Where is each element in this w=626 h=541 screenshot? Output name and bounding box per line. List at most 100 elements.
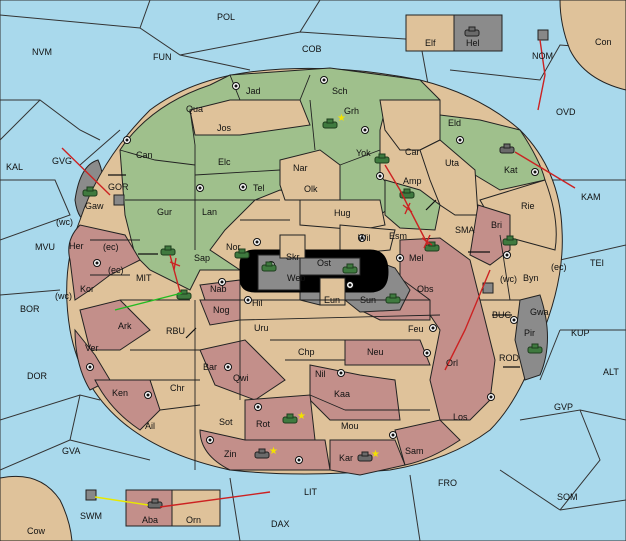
convoy-arrows (108, 174, 520, 368)
army-unit[interactable] (322, 118, 338, 129)
label-ark: Ark (118, 321, 132, 331)
sea-label-nvm: NVM (32, 47, 52, 57)
territory-wil[interactable] (339, 224, 396, 256)
sea-label-sma: SMA (455, 225, 475, 235)
label-amp: Amp (403, 176, 422, 186)
label-ver: Ver (85, 343, 99, 353)
label-nar: Nar (293, 163, 308, 173)
territory-kat[interactable] (439, 114, 546, 191)
sea-label-gor: GOR (108, 182, 129, 192)
territory-kor-red[interactable] (68, 224, 141, 301)
label-gwa: Gwa (530, 307, 549, 317)
army-unit[interactable] (464, 26, 480, 37)
label-nab: Nab (210, 284, 227, 294)
sea-label-som: SOM (557, 492, 578, 502)
territory-jos[interactable] (189, 99, 311, 136)
coast-tag: (ec) (103, 242, 119, 252)
army-unit[interactable] (374, 153, 390, 164)
territory-pir[interactable] (514, 294, 548, 381)
army-unit[interactable] (176, 289, 192, 300)
territory-elf[interactable] (405, 14, 455, 52)
label-chr: Chr (170, 383, 185, 393)
army-unit[interactable] (82, 186, 98, 197)
label-hug: Hug (334, 208, 351, 218)
territory-cow[interactable] (0, 475, 73, 541)
army-unit[interactable] (234, 248, 250, 259)
fleet-marker[interactable] (85, 489, 97, 501)
territory-sam[interactable] (394, 419, 461, 466)
label-gaw: Gaw (85, 201, 104, 211)
label-eld: Eld (448, 118, 461, 128)
label-lan: Lan (202, 207, 217, 217)
label-sot: Sot (219, 417, 233, 427)
label-mou: Mou (341, 421, 359, 431)
territory-skr[interactable] (279, 234, 306, 259)
fleet-marker[interactable] (113, 194, 125, 206)
sea-label-kal: KAL (6, 162, 23, 172)
sea-label-kam: KAM (581, 192, 601, 202)
label-kar: Kar (339, 453, 353, 463)
label-hel: Hel (466, 38, 480, 48)
label-rot: Rot (256, 419, 271, 429)
units: ★ ★ ★ ★ (82, 26, 549, 509)
label-uta: Uta (445, 158, 459, 168)
label-yok: Yok (356, 148, 371, 158)
label-ost: Ost (317, 258, 332, 268)
territory-ark[interactable] (79, 299, 151, 351)
army-unit[interactable] (385, 293, 401, 304)
sea-label-gvp: GVP (554, 402, 573, 412)
label-jos: Jos (217, 123, 232, 133)
sea-label-lit: LIT (304, 487, 318, 497)
label-feu: Feu (408, 324, 424, 334)
territory-con[interactable] (559, 0, 626, 91)
label-byn: Byn (523, 273, 539, 283)
label-elf: Elf (425, 38, 436, 48)
sea-label-kup: KUP (571, 328, 590, 338)
label-neu: Neu (367, 347, 384, 357)
army-unit[interactable] (342, 263, 358, 274)
territory-orn[interactable] (171, 489, 221, 527)
label-los: Los (453, 412, 468, 422)
label-sun: Sun (360, 295, 376, 305)
label-nil: Nil (315, 369, 326, 379)
sea-label-mvu: MVU (35, 242, 55, 252)
territory-neu[interactable] (344, 339, 431, 366)
army-unit[interactable] (254, 448, 270, 459)
label-pir: Pir (524, 328, 535, 338)
territory-ken[interactable] (94, 379, 161, 431)
sea-label-cow: Cow (27, 526, 46, 536)
territory-uta[interactable] (419, 139, 479, 216)
label-bri: Bri (491, 220, 502, 230)
fleet-marker[interactable] (537, 29, 549, 41)
territory-esm-green[interactable] (384, 179, 441, 231)
sea-label-cob: COB (302, 44, 322, 54)
sea-label-gva: GVA (62, 446, 80, 456)
label-can: Can (136, 150, 153, 160)
territory-qwi[interactable] (199, 339, 286, 401)
label-mel: Mel (409, 253, 424, 263)
army-unit[interactable] (424, 241, 440, 252)
sea-label-ovd: OVD (556, 107, 576, 117)
army-unit[interactable] (499, 143, 515, 154)
territory-eun[interactable] (319, 277, 346, 306)
label-elc: Elc (218, 157, 231, 167)
label-kor: Kor (80, 284, 94, 294)
label-hil: Hil (252, 298, 263, 308)
label-rie: Rie (521, 201, 535, 211)
territory-borders (90, 74, 520, 470)
territory-bri[interactable] (469, 204, 511, 266)
label-sch: Sch (332, 86, 348, 96)
army-unit[interactable] (160, 245, 176, 256)
label-jad: Jad (246, 86, 261, 96)
army-unit[interactable] (261, 261, 277, 272)
army-unit[interactable] (282, 413, 298, 424)
label-nor: Nor (226, 242, 241, 252)
army-unit[interactable] (527, 343, 543, 354)
coast-tag: (ec) (108, 265, 124, 275)
label-orn: Orn (186, 515, 201, 525)
army-unit[interactable] (502, 235, 518, 246)
sea-label-swm: SWM (80, 511, 102, 521)
army-unit[interactable] (357, 451, 373, 462)
